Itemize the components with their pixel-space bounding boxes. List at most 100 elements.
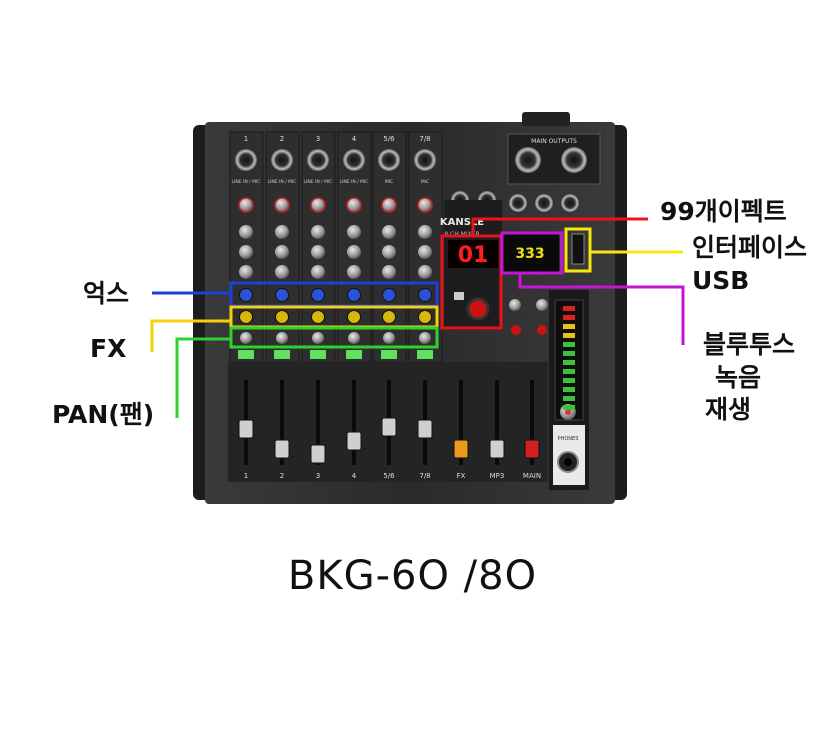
eq-knob[interactable] bbox=[311, 225, 325, 239]
eq-knob[interactable] bbox=[347, 265, 361, 279]
channel-number: 2 bbox=[280, 135, 284, 143]
pan-knob[interactable] bbox=[419, 332, 431, 344]
pan-knob[interactable] bbox=[312, 332, 324, 344]
eq-knob[interactable] bbox=[382, 225, 396, 239]
fader-cap[interactable] bbox=[453, 439, 469, 459]
usb-display: 333 bbox=[515, 246, 544, 262]
eq-knob[interactable] bbox=[347, 245, 361, 259]
eq-knob[interactable] bbox=[275, 265, 289, 279]
fader-cap[interactable] bbox=[417, 419, 433, 439]
bluetooth-highlight-box bbox=[500, 231, 564, 275]
aux-knob[interactable] bbox=[418, 288, 432, 302]
input-label: MIC bbox=[385, 179, 393, 185]
aux-knob[interactable] bbox=[239, 288, 253, 302]
pan-knob[interactable] bbox=[240, 332, 252, 344]
mute-button[interactable] bbox=[381, 350, 397, 359]
record-label: 녹음 bbox=[715, 363, 762, 392]
fader-cap[interactable] bbox=[310, 444, 326, 464]
eq-knob[interactable] bbox=[239, 245, 253, 259]
aux-knob[interactable] bbox=[311, 288, 325, 302]
channel-number: 4 bbox=[352, 135, 357, 143]
gain-knob[interactable] bbox=[381, 197, 397, 213]
eq-knob[interactable] bbox=[347, 225, 361, 239]
phones-label: PHONES bbox=[558, 436, 579, 442]
input-label: LINE IN / MIC bbox=[340, 179, 369, 185]
brand-logo: KANSLE bbox=[440, 217, 484, 228]
eq-knob[interactable] bbox=[382, 265, 396, 279]
fx-connector bbox=[150, 319, 231, 352]
mute-button[interactable] bbox=[346, 350, 362, 359]
mute-button[interactable] bbox=[238, 350, 254, 359]
effects-connector bbox=[471, 217, 648, 236]
fx-knob[interactable] bbox=[239, 310, 253, 324]
fader-label: 5/6 bbox=[383, 472, 395, 480]
interface-label: 인터페이스 bbox=[692, 233, 808, 262]
usb-highlight-box bbox=[564, 227, 592, 273]
gain-knob[interactable] bbox=[238, 197, 254, 213]
eq-knob[interactable] bbox=[418, 225, 432, 239]
channel-number: 5/6 bbox=[383, 135, 395, 143]
eq-knob[interactable] bbox=[418, 245, 432, 259]
eq-knob[interactable] bbox=[275, 225, 289, 239]
fader-label: MP3 bbox=[490, 472, 505, 480]
main-outputs-label: MAIN OUTPUTS bbox=[531, 138, 577, 145]
fader-label: FX bbox=[457, 472, 466, 480]
eq-knob[interactable] bbox=[311, 245, 325, 259]
fx-knob[interactable] bbox=[275, 310, 289, 324]
aux-knob[interactable] bbox=[382, 288, 396, 302]
fader-cap[interactable] bbox=[238, 419, 254, 439]
gain-knob[interactable] bbox=[274, 197, 290, 213]
pan-knob[interactable] bbox=[348, 332, 360, 344]
combo-input-jack[interactable] bbox=[271, 149, 293, 171]
mute-button[interactable] bbox=[417, 350, 433, 359]
mute-button[interactable] bbox=[274, 350, 290, 359]
fader-label: 2 bbox=[280, 472, 284, 480]
mute-button[interactable] bbox=[310, 350, 326, 359]
xlr-input-jack[interactable] bbox=[378, 149, 400, 171]
usb-label: USB bbox=[692, 266, 750, 295]
fader-label: 1 bbox=[244, 472, 248, 480]
channel-number: 3 bbox=[316, 135, 320, 143]
aux-knob[interactable] bbox=[347, 288, 361, 302]
fader-cap[interactable] bbox=[381, 417, 397, 437]
eq-knob[interactable] bbox=[275, 245, 289, 259]
pan-knob[interactable] bbox=[276, 332, 288, 344]
input-label: LINE IN / MIC bbox=[304, 179, 333, 185]
eq-knob[interactable] bbox=[239, 265, 253, 279]
gain-knob[interactable] bbox=[310, 197, 326, 213]
model-name: BKG-6O /8O bbox=[287, 553, 538, 599]
eq-knob[interactable] bbox=[418, 265, 432, 279]
eq-knob[interactable] bbox=[382, 245, 396, 259]
pan-connector bbox=[175, 337, 231, 418]
gain-knob[interactable] bbox=[346, 197, 362, 213]
bluetooth-connector bbox=[518, 273, 685, 345]
fx-knob[interactable] bbox=[347, 310, 361, 324]
fx-label: FX bbox=[90, 334, 127, 363]
bluetooth-label: 블루투스 bbox=[703, 330, 796, 359]
fader-label: MAIN bbox=[523, 472, 541, 480]
channel-number: 7/8 bbox=[419, 135, 430, 143]
eq-knob[interactable] bbox=[239, 225, 253, 239]
fader-cap[interactable] bbox=[489, 439, 505, 459]
aux-label: 억스 bbox=[83, 279, 130, 308]
combo-input-jack[interactable] bbox=[235, 149, 257, 171]
xlr-input-jack[interactable] bbox=[414, 149, 436, 171]
input-label: LINE IN / MIC bbox=[268, 179, 297, 185]
fx-knob[interactable] bbox=[311, 310, 325, 324]
aux-knob[interactable] bbox=[275, 288, 289, 302]
input-label: MIC bbox=[421, 179, 429, 185]
fader-cap[interactable] bbox=[274, 439, 290, 459]
combo-input-jack[interactable] bbox=[343, 149, 365, 171]
pan-knob[interactable] bbox=[383, 332, 395, 344]
fx-knob[interactable] bbox=[418, 310, 432, 324]
eq-knob[interactable] bbox=[311, 265, 325, 279]
fader-label: 7/8 bbox=[419, 472, 430, 480]
gain-knob[interactable] bbox=[417, 197, 433, 213]
fader-cap[interactable] bbox=[524, 439, 540, 459]
fader-cap[interactable] bbox=[346, 431, 362, 451]
fader-label: 3 bbox=[316, 472, 320, 480]
fx-knob[interactable] bbox=[382, 310, 396, 324]
combo-input-jack[interactable] bbox=[307, 149, 329, 171]
fader-label: 4 bbox=[352, 472, 357, 480]
